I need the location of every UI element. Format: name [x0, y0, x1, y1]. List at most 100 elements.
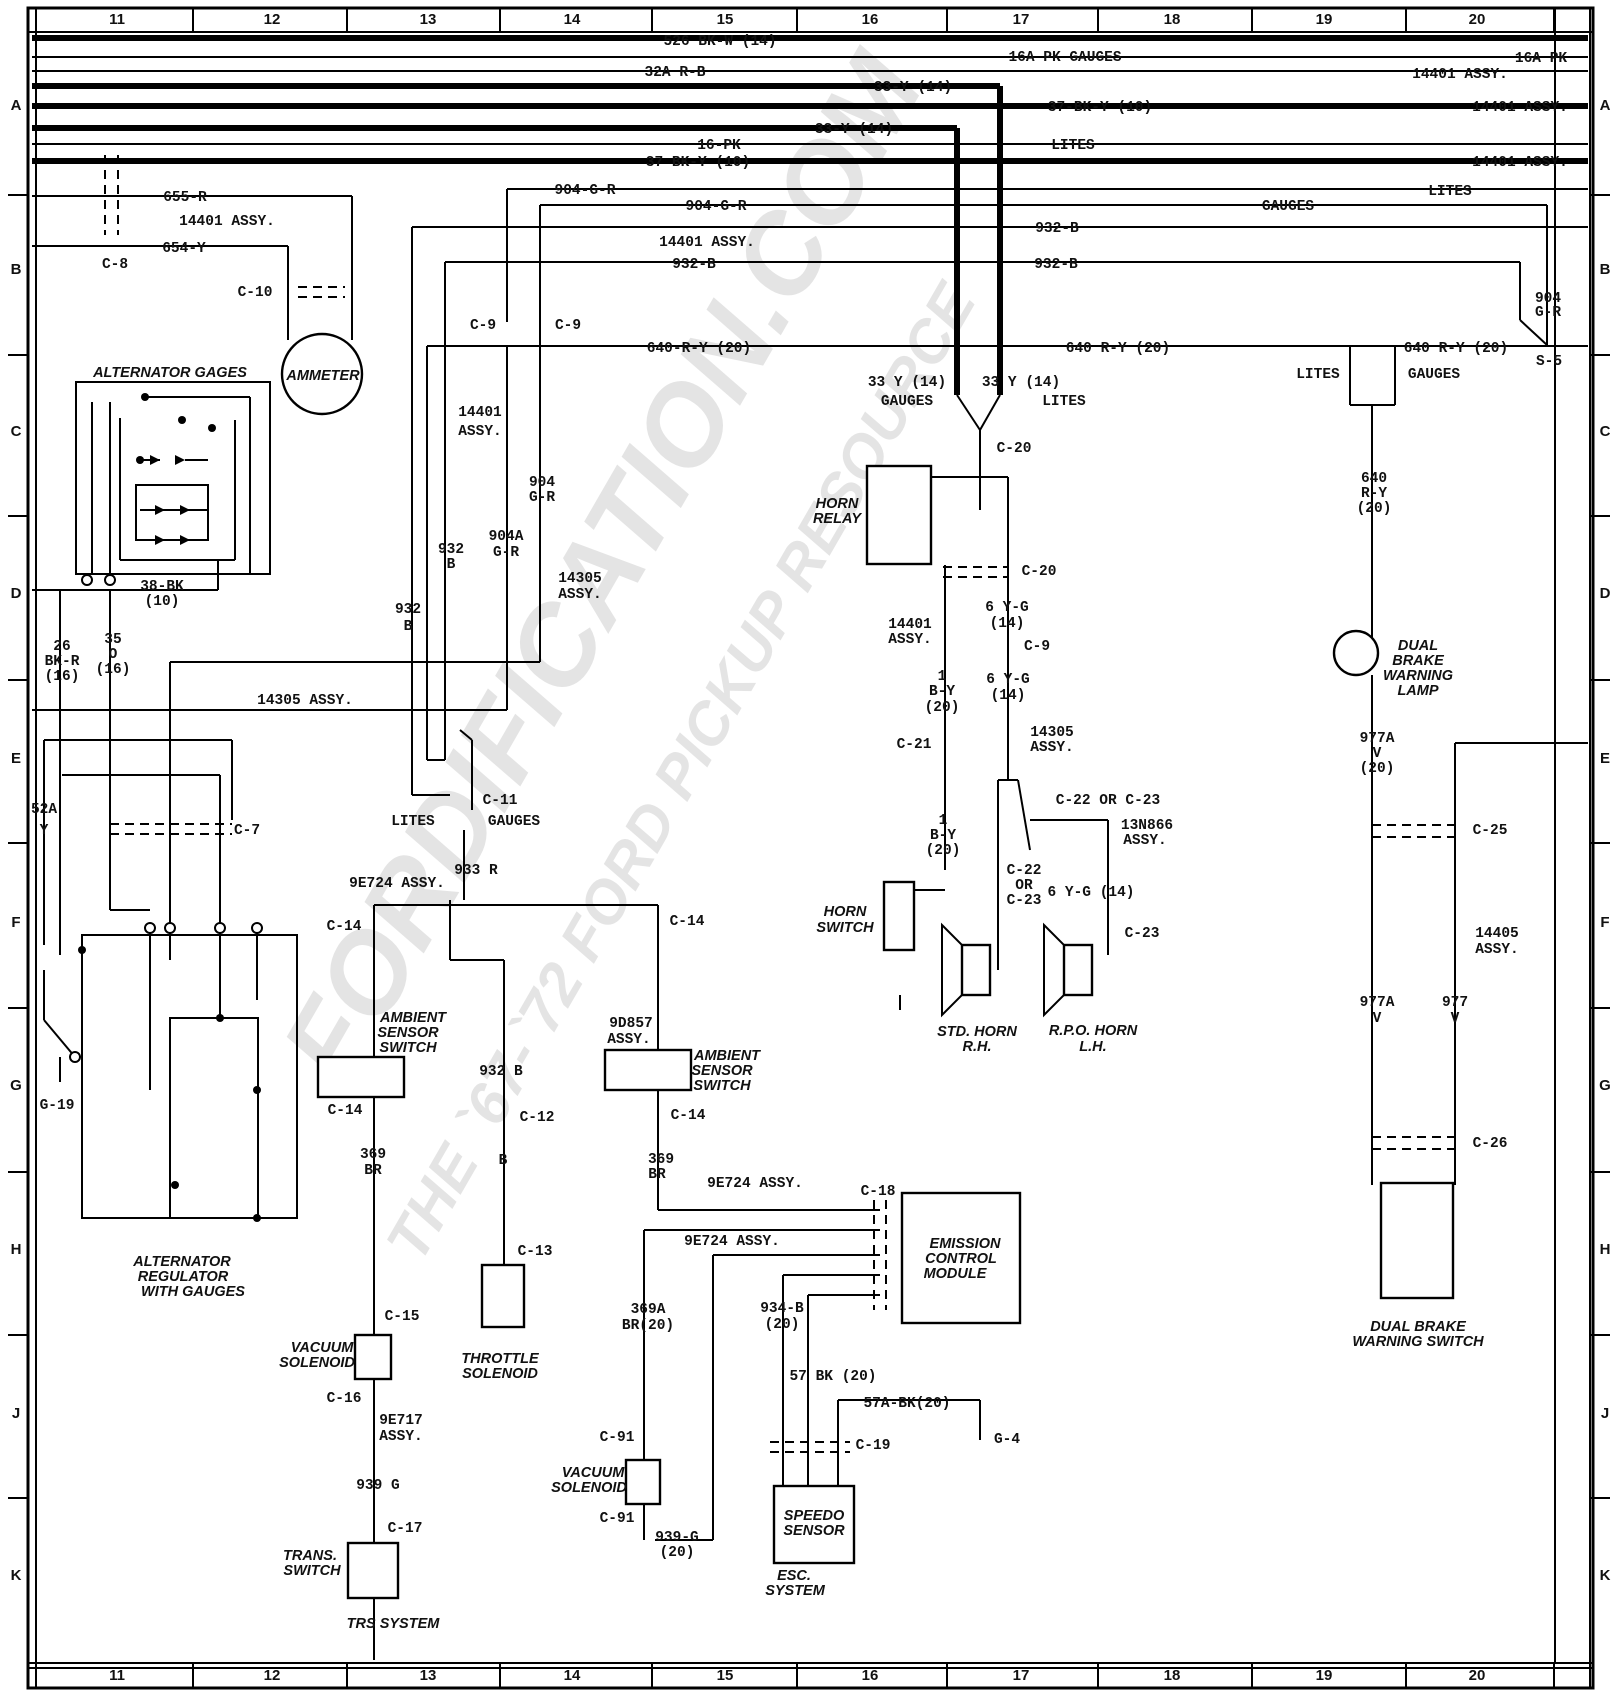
label-w640-3: 640 R-Y (20): [1404, 341, 1508, 357]
label-c16: C-16: [327, 1391, 362, 1407]
label-w640v-3: (20): [1357, 501, 1392, 517]
label-gauges-b: GAUGES: [1262, 199, 1315, 215]
label-w33y-2: 33-Y (14): [815, 122, 893, 138]
grid-column-label: 18: [1164, 1667, 1181, 1684]
grid-column-label: 13: [420, 1667, 437, 1684]
label-w52a-1: 52A: [31, 802, 57, 818]
ammeter-gauge: [280, 332, 364, 416]
vacuum-solenoid-2: [624, 1458, 662, 1506]
label-w654: 654-Y: [162, 241, 206, 257]
label-assy-14401-mid: 14401 ASSY.: [659, 235, 755, 251]
brake-warning-wiring: [1349, 346, 1588, 1185]
grid-column-label: 12: [264, 11, 281, 28]
label-c8: C-8: [102, 257, 128, 273]
label-w939g: 939 G: [356, 1478, 400, 1494]
label-w977a-2: V: [1373, 746, 1382, 762]
label-w16a-right: 16A PK: [1515, 51, 1568, 67]
grid-row-label: J: [12, 1405, 20, 1422]
label-throttle-1: THROTTLE: [461, 1351, 540, 1367]
label-w52a-2: Y: [40, 823, 49, 839]
grid-row-label: G: [10, 1077, 22, 1094]
grid-row-label: E: [11, 750, 21, 767]
label-assy-14405-2: ASSY.: [1475, 942, 1519, 958]
label-assy-14401-col-2: ASSY.: [458, 424, 502, 440]
label-w1by-2: B-Y: [929, 684, 955, 700]
label-w526: 526 BK-W (14): [663, 34, 776, 50]
top-bus-wires: [32, 35, 1588, 795]
label-w904a-2: G-R: [493, 545, 519, 561]
horn-wiring: [899, 394, 1109, 1010]
label-w57bk: 57 BK (20): [789, 1369, 876, 1385]
label-w977-1: 977: [1442, 995, 1468, 1011]
alternator-left-wiring: [32, 322, 541, 1082]
label-w369b-1: 369: [648, 1152, 674, 1168]
label-w932b: 932 B: [479, 1064, 523, 1080]
label-w6yg2-2: (14): [991, 688, 1026, 704]
label-w904v-2: G-R: [529, 490, 555, 506]
label-assy-14305-a2: ASSY.: [558, 587, 602, 603]
label-std-horn-1: STD. HORN: [937, 1024, 1017, 1040]
label-w934-2: (20): [765, 1317, 800, 1333]
label-ammeter: AMMETER: [285, 368, 360, 384]
label-w977a-1: 977A: [1360, 731, 1395, 747]
grid-column-label: 20: [1469, 11, 1486, 28]
label-w932-3: 932-B: [1034, 257, 1078, 273]
label-w6yg3: 6 Y-G (14): [1047, 885, 1134, 901]
label-assy-9e717-1: 9E717: [379, 1413, 423, 1429]
label-w32a: 32A R-B: [645, 65, 706, 81]
label-c17: C-17: [388, 1521, 423, 1537]
label-w26-1: 26: [53, 639, 70, 655]
label-speedo-1: SPEEDO: [784, 1508, 845, 1524]
label-w932v2-2: B: [404, 619, 413, 635]
label-w933: 933 R: [454, 863, 498, 879]
grid-row-label: A: [11, 97, 22, 114]
alternator-regulator-box: [78, 922, 298, 1222]
label-alt-reg-1: ALTERNATOR: [132, 1254, 231, 1270]
grid-column-label: 13: [420, 11, 437, 28]
label-w1by2-2: B-Y: [930, 828, 956, 844]
grid-row-label: A: [1600, 97, 1611, 114]
label-w37bky: 37-BK-Y (10): [1048, 100, 1152, 116]
label-c20-a: C-20: [997, 441, 1032, 457]
label-dual-switch-2: WARNING SWITCH: [1352, 1334, 1484, 1350]
label-w655: 655-R: [163, 190, 207, 206]
label-c12: C-12: [520, 1110, 555, 1126]
label-vac-sol-1a: VACUUM: [291, 1340, 354, 1356]
horn-relay: [865, 464, 933, 566]
label-assy-9e717-2: ASSY.: [379, 1429, 423, 1445]
label-w16pk: 16-PK: [697, 138, 741, 154]
label-assy-14305-b: 14305 ASSY.: [257, 693, 353, 709]
label-assy-14401-a: 14401 ASSY.: [1412, 67, 1508, 83]
label-w932-2: 932-B: [672, 257, 716, 273]
grid-column-label: 16: [862, 1667, 879, 1684]
label-c22-or: C-22 OR C-23: [1056, 793, 1160, 809]
label-lbl-33y-gauges-1: 33 Y (14): [868, 375, 946, 391]
rpo-horn-lh: [1043, 922, 1094, 1018]
label-c22-b1: C-22: [1007, 863, 1042, 879]
label-w934-1: 934-B: [760, 1301, 804, 1317]
label-w1by2-1: 1: [939, 813, 948, 829]
label-emission-1: EMISSION: [930, 1236, 1001, 1252]
label-c22-b2: OR: [1015, 878, 1033, 894]
label-c9-c: C-9: [1024, 639, 1050, 655]
label-emission-2: CONTROL: [925, 1251, 997, 1267]
label-gauges-d: GAUGES: [488, 814, 541, 830]
label-w932b-b: B: [499, 1153, 508, 1169]
label-w35-3: (16): [96, 662, 131, 678]
label-std-horn-2: R.H.: [963, 1039, 992, 1055]
label-w57a: 57A-BK(20): [863, 1396, 950, 1412]
label-w37bky-2: 37 BK-Y (10): [646, 155, 750, 171]
label-w977-2: V: [1451, 1011, 1460, 1027]
label-w369a-2: BR(20): [622, 1318, 674, 1334]
label-assy-14405-1: 14405: [1475, 926, 1519, 942]
alternator-gages-box: [75, 381, 271, 575]
grid-row-label: B: [1600, 261, 1611, 278]
ammeter-circuit: [32, 155, 364, 416]
label-w38: 38-BK: [140, 579, 184, 595]
label-w904-1: 904-G-R: [555, 183, 616, 199]
grid-row-label: F: [11, 914, 20, 931]
dual-brake-warning-lamp: [1332, 629, 1380, 677]
label-rpo-horn-1: R.P.O. HORN: [1049, 1023, 1138, 1039]
